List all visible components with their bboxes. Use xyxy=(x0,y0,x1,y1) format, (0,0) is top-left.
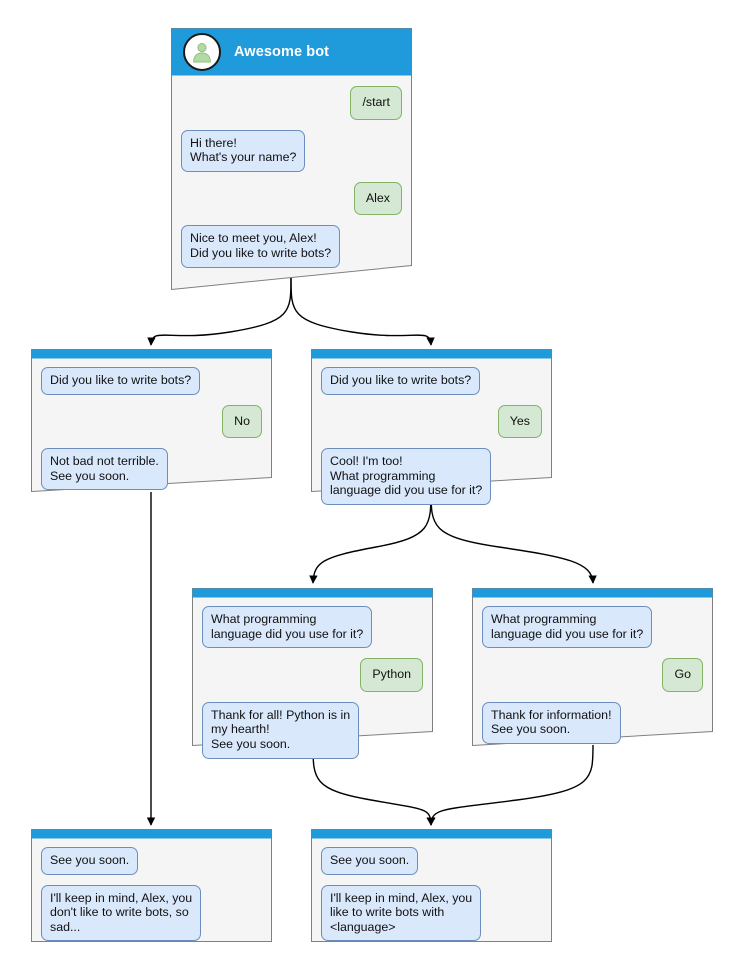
card-yes-branch-content: Did you like to write bots? Yes Cool! I'… xyxy=(311,349,552,515)
message-row: Thank for all! Python is in my hearth! S… xyxy=(202,701,423,759)
bot-title: Awesome bot xyxy=(234,43,330,60)
bot-bubble[interactable]: Cool! I'm too! What programming language… xyxy=(321,448,492,505)
bot-bubble[interactable]: Thank for information! See you soon. xyxy=(482,701,621,744)
message-row: What programming language did you use fo… xyxy=(202,606,423,649)
bot-bubble[interactable]: What programming language did you use fo… xyxy=(482,606,653,649)
bot-bubble[interactable]: I'll keep in mind, Alex, you don't like … xyxy=(41,884,202,942)
edge-go-to-end-yes xyxy=(427,744,594,826)
message-row: /start xyxy=(181,86,402,120)
card-yes-branch[interactable]: Did you like to write bots? Yes Cool! I'… xyxy=(311,349,552,505)
card-end-no-chat: See you soon. I'll keep in mind, Alex, y… xyxy=(31,838,272,951)
message-row: I'll keep in mind, Alex, you like to wri… xyxy=(321,884,542,942)
bot-bubble[interactable]: Did you like to write bots? xyxy=(41,367,201,395)
user-bubble[interactable]: Alex xyxy=(353,181,402,216)
message-row: Python xyxy=(202,658,423,692)
card-go-branch-chat: What programming language did you use fo… xyxy=(472,597,713,754)
card-yes-branch-chat: Did you like to write bots? Yes Cool! I'… xyxy=(311,358,552,515)
card-start-content: Awesome bot /start Hi there! What's your… xyxy=(171,28,412,278)
message-row: Go xyxy=(482,658,703,692)
card-strip xyxy=(472,588,713,597)
message-row: No xyxy=(41,404,262,439)
card-start-chat: /start Hi there! What's your name? Alex … xyxy=(171,75,412,278)
message-row: Nice to meet you, Alex! Did you like to … xyxy=(181,225,402,268)
card-no-branch[interactable]: Did you like to write bots? No Not bad n… xyxy=(31,349,272,492)
user-bubble[interactable]: /start xyxy=(350,86,402,120)
bot-bubble[interactable]: What programming language did you use fo… xyxy=(202,606,373,649)
message-row: Did you like to write bots? xyxy=(41,367,262,395)
user-bubble[interactable]: No xyxy=(222,404,262,439)
person-avatar-icon xyxy=(183,32,221,71)
card-strip xyxy=(31,349,272,358)
message-row: Cool! I'm too! What programming language… xyxy=(321,448,542,505)
card-strip xyxy=(311,829,552,838)
message-row: See you soon. xyxy=(41,847,262,875)
message-row: Thank for information! See you soon. xyxy=(482,701,703,744)
bot-bubble[interactable]: Not bad not terrible. See you soon. xyxy=(41,448,168,491)
bot-bubble[interactable]: See you soon. xyxy=(321,847,419,875)
card-python-branch-chat: What programming language did you use fo… xyxy=(192,597,433,769)
message-row: I'll keep in mind, Alex, you don't like … xyxy=(41,884,262,942)
card-start-header: Awesome bot xyxy=(171,28,412,75)
card-python-branch[interactable]: What programming language did you use fo… xyxy=(192,588,433,759)
card-go-branch[interactable]: What programming language did you use fo… xyxy=(472,588,713,746)
message-row: What programming language did you use fo… xyxy=(482,606,703,649)
bot-bubble[interactable]: I'll keep in mind, Alex, you like to wri… xyxy=(321,884,482,942)
bot-bubble[interactable]: Hi there! What's your name? xyxy=(181,129,306,172)
card-start[interactable]: Awesome bot /start Hi there! What's your… xyxy=(171,28,412,290)
bot-bubble[interactable]: Nice to meet you, Alex! Did you like to … xyxy=(181,225,341,268)
card-go-branch-content: What programming language did you use fo… xyxy=(472,588,713,754)
card-end-yes[interactable]: See you soon. I'll keep in mind, Alex, y… xyxy=(311,829,552,942)
bot-bubble[interactable]: See you soon. xyxy=(41,847,139,875)
message-row: Not bad not terrible. See you soon. xyxy=(41,448,262,491)
card-no-branch-chat: Did you like to write bots? No Not bad n… xyxy=(31,358,272,500)
card-python-branch-content: What programming language did you use fo… xyxy=(192,588,433,769)
card-end-no-content: See you soon. I'll keep in mind, Alex, y… xyxy=(31,829,272,951)
card-strip xyxy=(31,829,272,838)
user-bubble[interactable]: Go xyxy=(662,658,703,692)
bot-bubble[interactable]: Thank for all! Python is in my hearth! S… xyxy=(202,701,360,759)
message-row: Alex xyxy=(181,181,402,216)
card-end-yes-chat: See you soon. I'll keep in mind, Alex, y… xyxy=(311,838,552,951)
user-bubble[interactable]: Yes xyxy=(497,404,542,439)
message-row: Yes xyxy=(321,404,542,439)
card-no-branch-content: Did you like to write bots? No Not bad n… xyxy=(31,349,272,500)
card-strip xyxy=(192,588,433,597)
message-row: Hi there! What's your name? xyxy=(181,129,402,172)
card-end-no[interactable]: See you soon. I'll keep in mind, Alex, y… xyxy=(31,829,272,942)
card-strip xyxy=(311,349,552,358)
message-row: See you soon. xyxy=(321,847,542,875)
bot-bubble[interactable]: Did you like to write bots? xyxy=(321,367,481,395)
message-row: Did you like to write bots? xyxy=(321,367,542,395)
card-end-yes-content: See you soon. I'll keep in mind, Alex, y… xyxy=(311,829,552,951)
user-bubble[interactable]: Python xyxy=(360,658,423,692)
